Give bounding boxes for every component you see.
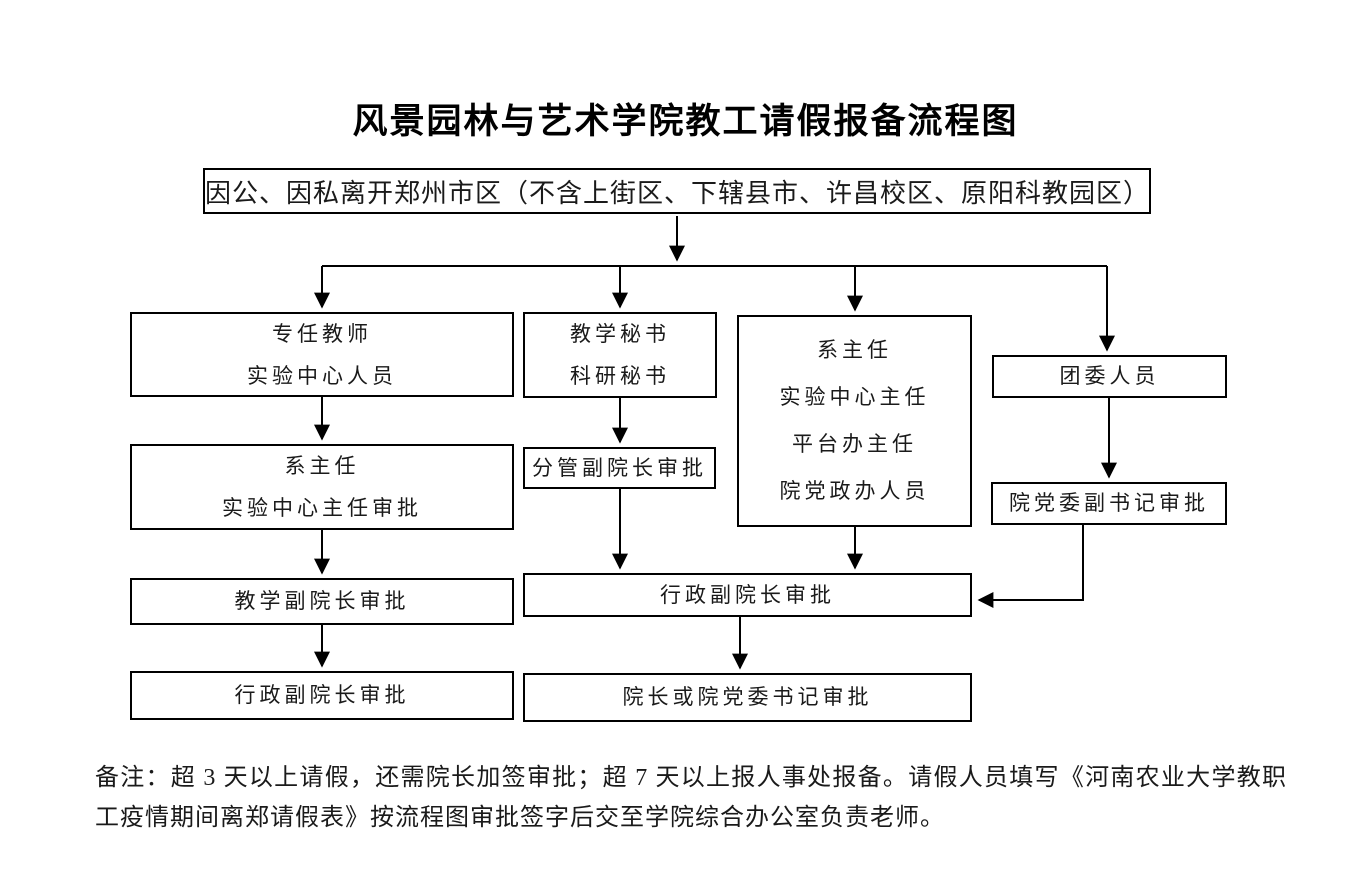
flow-box-label: 平台办主任 xyxy=(792,432,917,456)
flow-box-party-vice-secretary-approval: 院党委副书记审批 xyxy=(991,482,1227,525)
flow-box-label: 系主任 xyxy=(817,338,892,362)
page-title: 风景园林与艺术学院教工请假报备流程图 xyxy=(352,102,1019,141)
flow-box-label: 团委人员 xyxy=(1059,364,1160,388)
flow-box-label: 分管副院长审批 xyxy=(532,456,707,480)
flow-box-label: 行政副院长审批 xyxy=(234,683,410,707)
flow-box-label: 系主任 xyxy=(284,454,360,478)
flow-box-label: 院党政办人员 xyxy=(779,479,930,503)
flow-box-dean-or-party-secretary-approval: 院长或院党委书记审批 xyxy=(523,673,972,722)
flow-box-label: 实验中心主任 xyxy=(779,385,930,409)
flow-box-teachers: 专任教师 实验中心人员 xyxy=(130,312,514,397)
flow-box-teaching-vice-dean-approval: 教学副院长审批 xyxy=(130,578,514,625)
flow-box-label: 实验中心人员 xyxy=(247,363,397,388)
flow-box-label: 科研秘书 xyxy=(570,364,670,388)
flow-box-charge-vice-dean-approval: 分管副院长审批 xyxy=(523,447,716,489)
flow-box-label: 教学副院长审批 xyxy=(234,589,410,613)
arrow-party-vice-to-admin-main xyxy=(977,525,1084,608)
flow-box-youth-league: 团委人员 xyxy=(992,355,1227,398)
flow-box-start: 因公、因私离开郑州市区（不含上街区、下辖县市、许昌校区、原阳科教园区） xyxy=(203,168,1151,214)
flow-box-dept-head-approval: 系主任 实验中心主任审批 xyxy=(130,444,514,530)
flow-box-admin-vice-dean-approval-main: 行政副院长审批 xyxy=(523,573,972,617)
flow-box-label: 实验中心主任审批 xyxy=(222,496,422,520)
flow-box-label: 行政副院长审批 xyxy=(660,583,835,607)
flow-box-label: 院长或院党委书记审批 xyxy=(622,685,873,709)
flow-box-admin-vice-dean-approval-left: 行政副院长审批 xyxy=(130,671,514,720)
flow-box-secretaries: 教学秘书 科研秘书 xyxy=(523,312,717,398)
flow-box-label: 专任教师 xyxy=(272,321,372,346)
flow-box-label: 院党委副书记审批 xyxy=(1009,491,1209,515)
flow-box-label: 因公、因私离开郑州市区（不含上街区、下辖县市、许昌校区、原阳科教园区） xyxy=(205,178,1151,208)
note-text: 备注：超 3 天以上请假，还需院长加签审批；超 7 天以上报人事处报备。请假人员… xyxy=(95,765,1287,831)
flow-box-label: 教学秘书 xyxy=(570,322,670,346)
flow-box-dept-group: 系主任 实验中心主任 平台办主任 院党政办人员 xyxy=(737,315,972,527)
